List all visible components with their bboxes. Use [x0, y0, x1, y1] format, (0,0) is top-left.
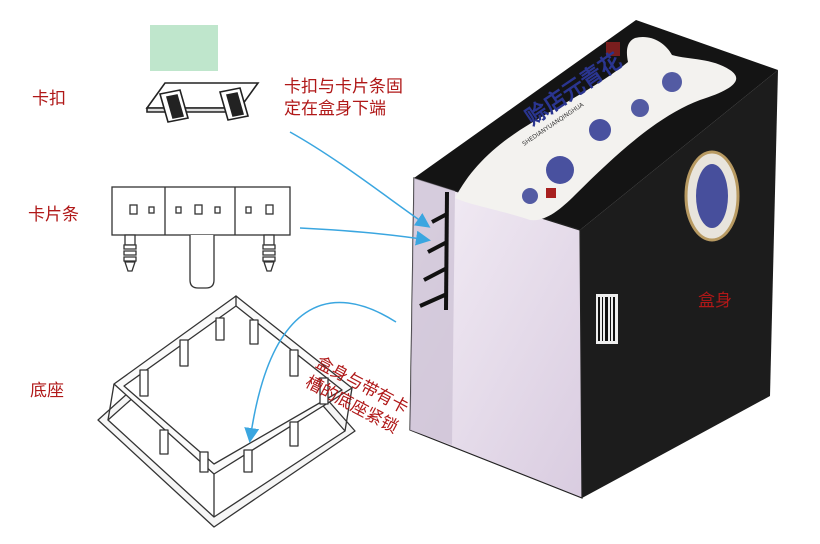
arrow-box-to-base	[244, 301, 397, 443]
arrow-clip-to-box	[289, 131, 431, 228]
note-clip-strip-fixed-line2: 定在盒身下端	[284, 99, 386, 119]
base-drawing	[97, 295, 356, 528]
note-clip-strip-fixed: 卡扣与卡片条固 定在盒身下端	[284, 76, 464, 120]
base-slot	[139, 317, 329, 473]
side-medallion	[684, 150, 740, 242]
clip-tab-right	[218, 87, 250, 121]
strip-screw-left	[123, 234, 137, 272]
box-body-drawing	[409, 20, 778, 499]
arrows	[244, 131, 431, 443]
barcode	[596, 294, 618, 344]
clip-drawing	[145, 82, 260, 123]
strip-screw-right	[262, 234, 276, 272]
label-card-strip: 卡片条	[28, 205, 79, 225]
card-strip-drawing	[111, 186, 291, 289]
color-swatch	[150, 25, 218, 71]
label-base: 底座	[30, 381, 64, 401]
strip-peg-center	[189, 235, 215, 289]
inner-card-strip	[419, 191, 449, 311]
label-clip: 卡扣	[32, 89, 66, 109]
clip-tab-left	[158, 89, 190, 123]
note-clip-strip-fixed-line1: 卡扣与卡片条固	[284, 77, 403, 97]
label-box-body: 盒身	[698, 291, 732, 311]
vase-artwork	[455, 36, 737, 221]
arrow-strip-to-box	[299, 227, 431, 246]
